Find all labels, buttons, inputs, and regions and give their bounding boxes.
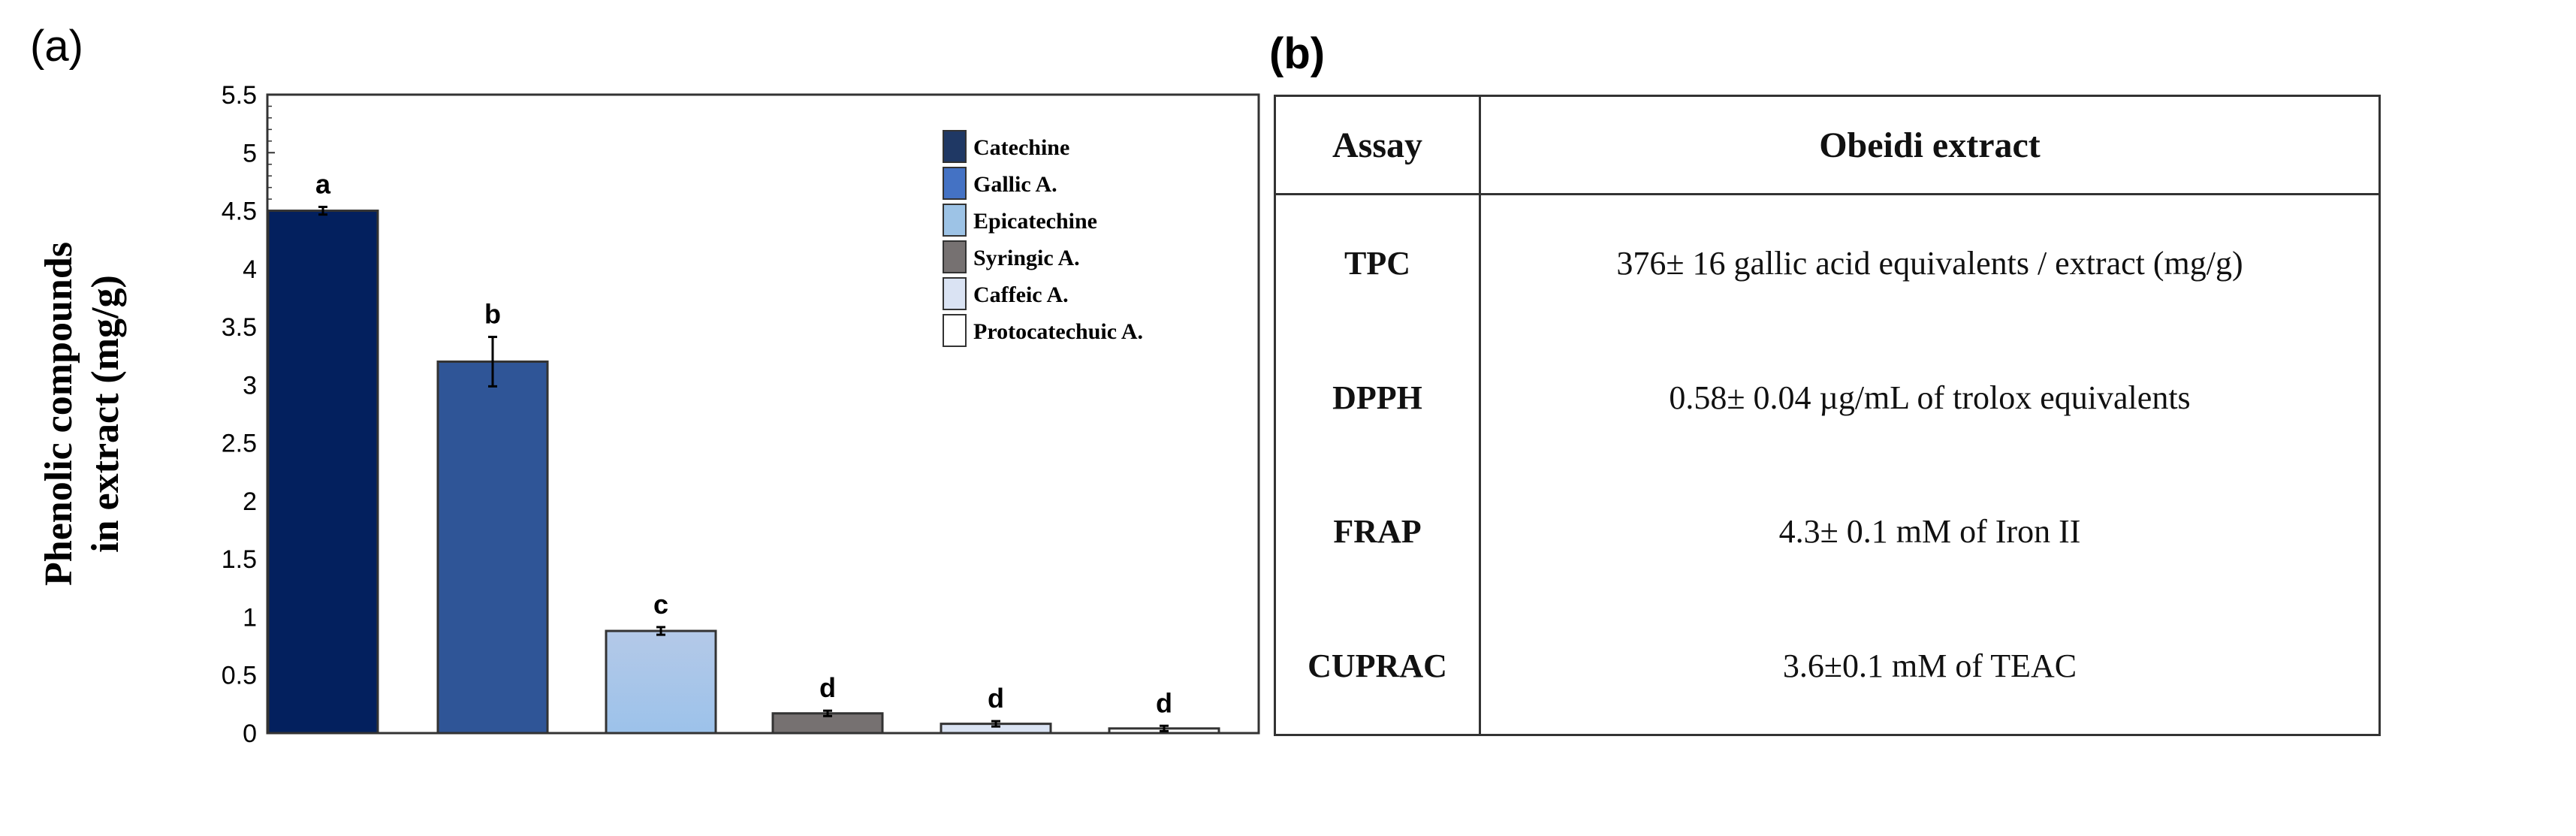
assay-value: 3.6±0.1 mM of TEAC <box>1479 597 2380 735</box>
legend-swatch <box>943 240 967 273</box>
significance-letter: a <box>315 168 331 199</box>
panel-label-b: (b) <box>1269 29 1326 78</box>
y-tick-label: 1 <box>243 603 257 632</box>
legend-label: Epicatechine <box>973 209 1097 234</box>
y-tick-label: 2 <box>243 487 257 516</box>
significance-letter: d <box>988 683 1004 714</box>
significance-letter: d <box>819 672 836 703</box>
legend-swatch <box>943 204 967 237</box>
assay-value: 376± 16 gallic acid equivalents / extrac… <box>1479 194 2380 332</box>
significance-letter: c <box>653 589 668 620</box>
header-assay: Assay <box>1274 95 1480 195</box>
y-axis-label: Phenolic compoundsin extract (mg/g) <box>38 242 127 586</box>
y-tick-label: 2.5 <box>222 430 257 458</box>
table-header-row: Assay Obeidi extract <box>1274 95 2380 195</box>
bar-catechine <box>267 210 379 735</box>
assay-table: Assay Obeidi extract TPC 376± 16 gallic a… <box>1274 95 2381 736</box>
assay-name: TPC <box>1344 245 1410 282</box>
plot-frame <box>266 93 1260 735</box>
y-tick-label: 3.5 <box>222 313 257 342</box>
y-tick-label: 0.5 <box>222 662 257 690</box>
y-tick-label: 3 <box>243 371 257 400</box>
significance-letter: b <box>484 299 501 330</box>
bar-gallic-a- <box>436 360 549 735</box>
legend-swatch <box>943 314 967 347</box>
table-row: CUPRAC 3.6±0.1 mM of TEAC <box>1275 597 2380 735</box>
significance-letter: d <box>1156 687 1172 718</box>
assay-value: 0.58± 0.04 µg/mL of trolox equivalents <box>1479 331 2380 465</box>
y-tick-label: 0 <box>243 720 257 748</box>
assay-value: 4.3± 0.1 mM of Iron II <box>1479 464 2380 598</box>
legend-label: Gallic A. <box>973 172 1057 197</box>
legend-label: Caffeic A. <box>973 282 1069 307</box>
y-tick-label: 1.5 <box>222 545 257 574</box>
legend-swatch <box>943 130 967 163</box>
legend-swatch <box>943 167 967 200</box>
bar-epicatechine <box>605 629 717 735</box>
table-row: DPPH 0.58± 0.04 µg/mL of trolox equivalen… <box>1275 331 2380 465</box>
legend-label: Catechine <box>973 135 1069 160</box>
header-obeidi-extract: Obeidi extract <box>1479 95 2380 195</box>
y-tick-label: 4 <box>243 255 257 284</box>
panel-label-a: (a) <box>30 22 83 71</box>
assay-name: DPPH <box>1332 379 1422 417</box>
assay-name: FRAP <box>1333 512 1422 550</box>
legend-label: Syringic A. <box>973 246 1080 270</box>
y-tick-label: 5.5 <box>222 81 257 110</box>
legend-label: Protocatechuic A. <box>973 319 1143 344</box>
table-row: TPC 376± 16 gallic acid equivalents / ext… <box>1275 194 2380 332</box>
y-tick-label: 5 <box>243 139 257 168</box>
table-row: FRAP 4.3± 0.1 mM of Iron II <box>1275 464 2380 598</box>
y-tick-label: 4.5 <box>222 198 257 226</box>
assay-name: CUPRAC <box>1308 647 1447 684</box>
legend-swatch <box>943 277 967 310</box>
